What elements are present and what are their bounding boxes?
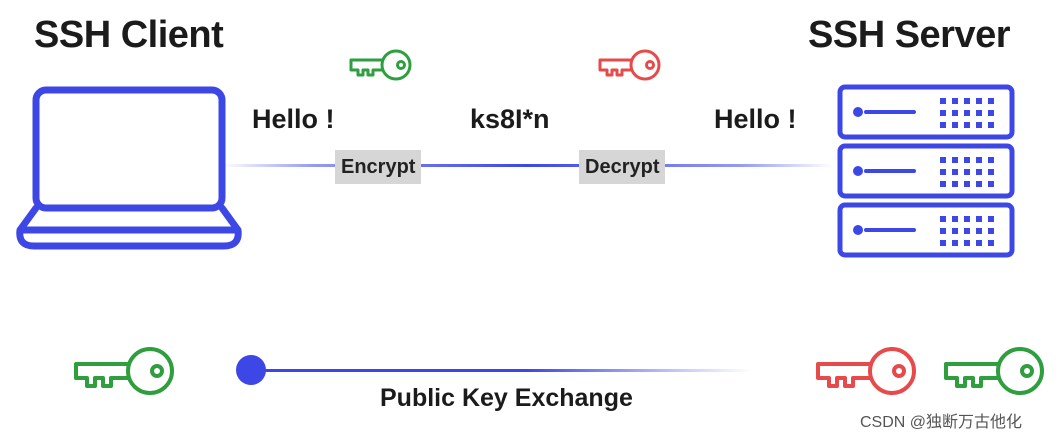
server-rack-icon: [836, 84, 1016, 260]
ciphertext-message: ks8I*n: [470, 104, 550, 134]
public-key-icon-top: [348, 48, 414, 82]
plaintext-message-client: Hello !: [252, 104, 335, 134]
encrypt-step: Encrypt: [335, 150, 422, 184]
transmission-line: [222, 164, 832, 167]
exchange-line: [252, 369, 752, 372]
exchange-label: Public Key Exchange: [380, 384, 633, 412]
server-title: SSH Server: [808, 14, 1011, 56]
server-public-key-icon: [942, 345, 1048, 397]
client-title: SSH Client: [34, 14, 224, 56]
decrypt-step: Decrypt: [579, 150, 666, 184]
plaintext-message-server: Hello !: [714, 104, 797, 134]
source-credit: CSDN @独断万古他化: [860, 414, 1023, 431]
private-key-icon-top: [597, 48, 663, 82]
laptop-icon: [14, 84, 244, 254]
server-private-key-icon: [814, 345, 920, 397]
client-public-key-icon: [72, 345, 178, 397]
